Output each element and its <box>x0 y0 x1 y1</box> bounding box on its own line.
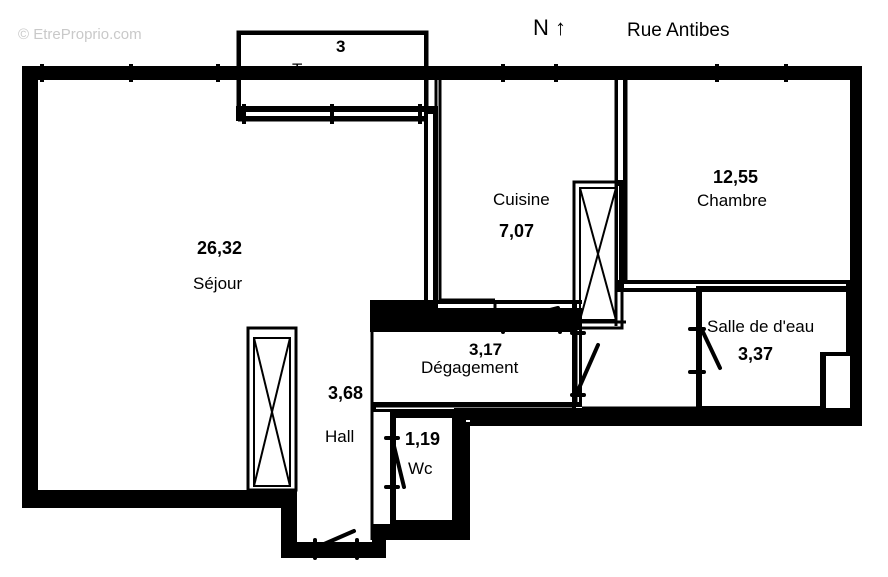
chambre-area: 12,55 <box>713 167 759 187</box>
cuisine-name: Cuisine <box>493 190 550 209</box>
hall-name: Hall <box>325 427 355 446</box>
door-sdb <box>700 328 722 370</box>
wc-area: 1,19 <box>405 429 441 449</box>
chambre-name: Chambre <box>697 191 767 210</box>
doors <box>313 306 722 560</box>
door-cuisine <box>501 306 560 324</box>
sdb-wall <box>696 286 852 412</box>
terrasse-name: Terrasse <box>292 60 358 79</box>
north-indicator: N ↑ <box>533 15 566 40</box>
sdb-name: Salle de d'eau <box>707 317 815 336</box>
wc-name: Wc <box>408 459 433 478</box>
terrasse-area: 3 <box>336 37 346 56</box>
door-wc <box>390 436 406 489</box>
sejour-area: 26,32 <box>197 238 243 258</box>
street-label: Rue Antibes <box>627 20 730 41</box>
cupboard-crosses <box>253 187 617 487</box>
sejour-name: Séjour <box>193 274 243 293</box>
degagement-name: Dégagement <box>421 358 519 377</box>
window-marks <box>40 64 788 124</box>
hall-area: 3,68 <box>328 383 364 403</box>
sdb-area: 3,37 <box>738 344 774 364</box>
door-chambre <box>574 343 600 397</box>
door-entrance <box>313 529 356 550</box>
cuisine-area: 7,07 <box>499 221 535 241</box>
watermark: © EtreProprio.com <box>18 26 142 43</box>
degagement-area: 3,17 <box>469 340 503 359</box>
